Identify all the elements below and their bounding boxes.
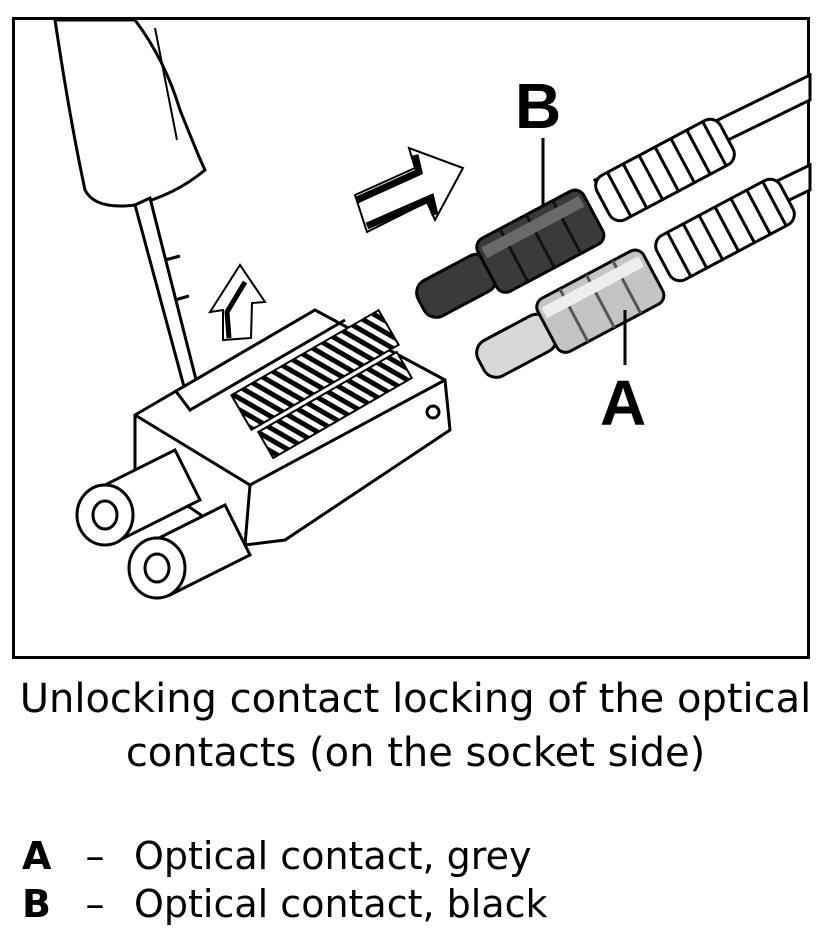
- strain-relief-springs: [594, 117, 796, 283]
- optical-contact-grey: [475, 248, 666, 379]
- right-arrow-icon: [353, 146, 465, 234]
- caption-line-1: Unlocking contact locking of the optical: [19, 676, 812, 722]
- connector-illustration: B A: [53, 20, 812, 600]
- label-a: A: [600, 367, 646, 439]
- legend-dash: –: [85, 882, 105, 926]
- optical-contact-black: [415, 188, 606, 319]
- figure-caption: Unlocking contact locking of the optical…: [0, 672, 831, 780]
- socket-housing: [133, 308, 452, 547]
- illustration-frame: B A: [12, 17, 812, 659]
- legend-key: A: [22, 834, 52, 878]
- legend-description: Optical contact, grey: [134, 834, 532, 878]
- legend-item-b: B – Optical contact, black: [22, 880, 812, 928]
- unlocking-tool: [53, 20, 207, 423]
- socket-barrels: [75, 447, 253, 600]
- caption-line-2: contacts (on the socket side): [125, 730, 706, 776]
- legend-key: B: [22, 882, 51, 926]
- legend-item-a: A – Optical contact, grey: [22, 832, 812, 880]
- legend: A – Optical contact, grey B – Optical co…: [22, 832, 812, 928]
- legend-dash: –: [85, 834, 105, 878]
- label-b: B: [515, 70, 561, 142]
- legend-description: Optical contact, black: [134, 882, 548, 926]
- up-arrow-icon: [207, 263, 267, 342]
